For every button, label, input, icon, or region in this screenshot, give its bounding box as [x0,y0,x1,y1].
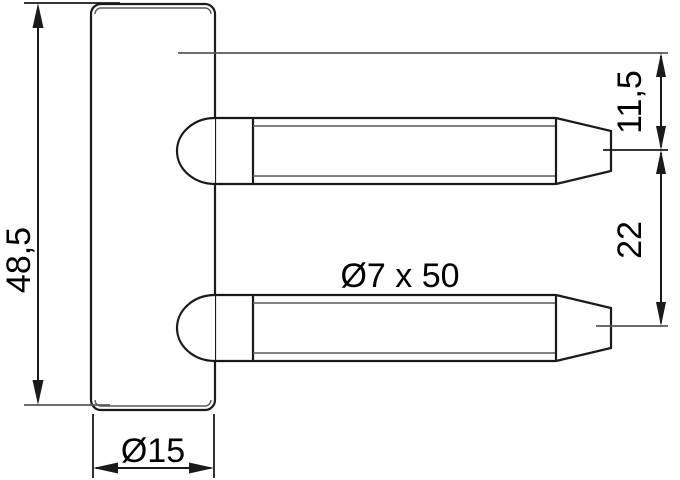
annotation-pin-spec: Ø7 x 50 [340,257,459,295]
dimension-lines: 48,5 11,5 22 Ø15 [0,3,666,474]
dimension-top-pin-offset: 11,5 [611,53,666,150]
diameter-arrow-right [189,462,214,474]
plate-top-inner-line [94,7,212,15]
dimension-label-pin-spacing: 22 [611,221,649,259]
offset-arrow-down [656,126,666,150]
dimension-overall-height: 48,5 [0,3,44,405]
dimension-pin-spacing: 22 [611,150,666,326]
offset-arrow-up [656,53,666,77]
spacing-arrow-down [656,302,666,326]
height-arrow-up [32,3,44,28]
diameter-arrow-left [93,462,118,474]
part-geometry [89,2,613,412]
extension-lines [24,2,668,478]
height-arrow-down [32,380,44,405]
dimension-label-plate-diameter: Ø15 [121,432,185,470]
upper-pin-round-head [175,116,216,186]
spacing-arrow-up [656,150,666,174]
dimension-plate-diameter: Ø15 [93,432,214,474]
upper-dowel-pin [175,116,613,186]
lower-pin-round-head [175,293,216,363]
annotations: Ø7 x 50 [340,257,459,295]
dimension-label-top-pin-offset: 11,5 [611,70,649,134]
upper-pin-taper [555,116,613,186]
lower-dowel-pin [175,293,613,363]
lower-pin-taper [555,293,613,363]
dimension-label-overall-height: 48,5 [0,227,38,293]
plate-bottom-inner-line [94,399,212,407]
